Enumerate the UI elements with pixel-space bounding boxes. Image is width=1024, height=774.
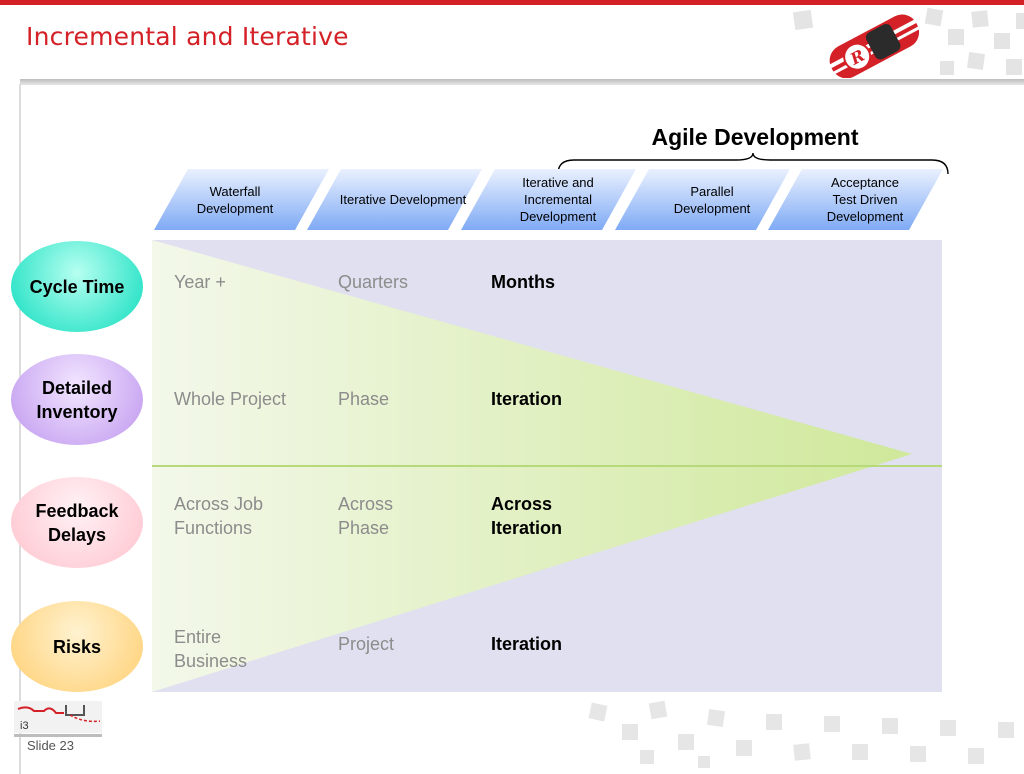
cell-cycle-time-iterative: Quarters bbox=[338, 272, 409, 292]
left-margin-rule bbox=[19, 84, 21, 774]
phase-banner-shape bbox=[307, 169, 482, 230]
agile-development-label: Agile Development bbox=[651, 124, 859, 150]
comparison-grid-background bbox=[152, 240, 942, 692]
checkered-pattern-top bbox=[792, 7, 1024, 75]
phase-label: Iterative and Incremental Development bbox=[519, 175, 597, 224]
phase-banner-shape bbox=[768, 169, 943, 230]
slide-number: Slide 23 bbox=[27, 738, 74, 753]
logo-text: i3 bbox=[20, 720, 29, 732]
phase-banner-shape bbox=[154, 169, 329, 230]
slide-title: Incremental and Iterative bbox=[26, 22, 349, 51]
phase-acceptance-test-driven: Acceptance Test Driven Development bbox=[768, 169, 943, 230]
cell-inventory-waterfall: Whole Project bbox=[174, 389, 287, 409]
i3-logo: i3 bbox=[14, 701, 102, 737]
dimension-feedback-delays: Feedback Delays bbox=[11, 477, 143, 568]
cell-risks-waterfall: Entire Business bbox=[174, 627, 248, 671]
phase-waterfall: Waterfall Development bbox=[154, 169, 329, 230]
race-car-logo: R bbox=[829, 14, 920, 78]
phase-parallel: Parallel Development bbox=[615, 169, 790, 230]
title-divider bbox=[20, 79, 1024, 85]
dimension-cycle-time: Cycle Time bbox=[11, 241, 143, 332]
agile-bracket bbox=[557, 152, 949, 175]
phase-iterative: Iterative Development bbox=[307, 169, 482, 230]
cell-cycle-time-incremental: Months bbox=[491, 272, 555, 292]
cell-feedback-waterfall: Across Job Functions bbox=[174, 494, 264, 538]
phase-label: Waterfall Development bbox=[196, 183, 274, 216]
dimension-detailed-inventory: Detailed Inventory bbox=[11, 354, 143, 445]
phase-label: Parallel Development bbox=[673, 183, 751, 216]
cell-risks-iterative: Project bbox=[338, 634, 395, 654]
cell-feedback-incremental: Across Iteration bbox=[491, 494, 563, 538]
cell-inventory-iterative: Phase bbox=[338, 389, 390, 409]
checkered-pattern-bottom bbox=[588, 700, 1014, 768]
dimension-risks: Risks bbox=[11, 601, 143, 692]
phase-label: Acceptance Test Driven Development bbox=[826, 175, 904, 224]
top-accent-bar bbox=[0, 0, 1024, 5]
phase-iterative-incremental: Iterative and Incremental Development bbox=[461, 169, 636, 230]
cell-inventory-incremental: Iteration bbox=[491, 389, 563, 409]
phase-label: Iterative Development bbox=[339, 192, 467, 207]
phase-banner-shape bbox=[615, 169, 790, 230]
cell-cycle-time-waterfall: Year + bbox=[174, 272, 226, 292]
phase-banner-shape bbox=[461, 169, 636, 230]
cell-feedback-iterative: Across Phase bbox=[338, 494, 394, 538]
cell-risks-incremental: Iteration bbox=[491, 634, 563, 654]
